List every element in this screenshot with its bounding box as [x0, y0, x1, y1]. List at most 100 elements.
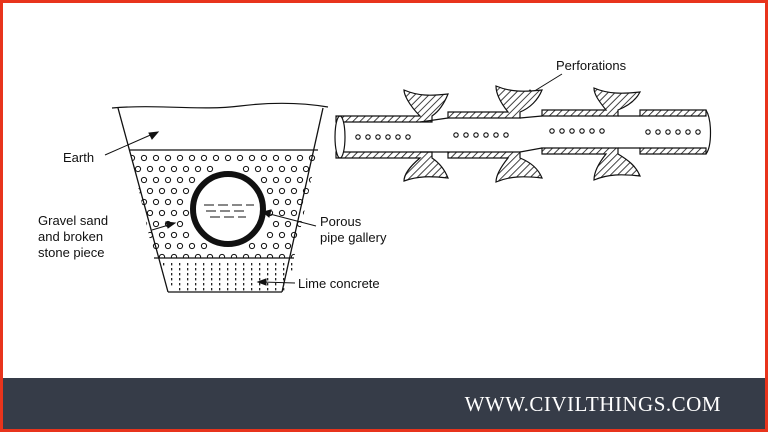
lime-stipple: [259, 263, 261, 266]
gravel-stone: [218, 253, 226, 258]
gravel-stone: [182, 165, 190, 173]
lime-stipple: [259, 288, 261, 291]
perforation-hole: [463, 132, 469, 138]
lime-stipple: [227, 288, 229, 291]
gravel-stone: [284, 220, 292, 228]
porous-pipe: [190, 171, 266, 247]
label-gravel-3: stone piece: [38, 245, 105, 260]
lime-stipple: [179, 288, 181, 291]
lime-stipple: [243, 278, 245, 281]
gravel-stone: [134, 231, 142, 239]
gravel-stone: [164, 176, 172, 184]
water-lines: [204, 204, 254, 218]
lime-stipple: [251, 283, 253, 286]
perforation-hole: [665, 129, 671, 135]
gravel-stone: [248, 154, 256, 162]
lime-stipple: [171, 273, 173, 276]
gravel-stone: [266, 231, 274, 239]
perforation-hole: [483, 132, 489, 138]
gravel-stone: [176, 154, 184, 162]
lime-stipple: [275, 268, 277, 271]
gravel-stone: [152, 242, 160, 250]
gravel-stone: [140, 242, 148, 250]
gravel-stone: [290, 209, 298, 217]
gravel-stone: [182, 187, 190, 195]
perforation-hole: [385, 134, 391, 140]
gravel-stone: [130, 220, 136, 228]
lime-stipple: [195, 263, 197, 266]
gravel-stone: [146, 253, 154, 258]
lime-stipple: [211, 263, 213, 266]
gravel-stone: [200, 154, 208, 162]
website-link[interactable]: WWW.CIVILTHINGS.COM: [464, 392, 721, 416]
gravel-stone: [302, 209, 310, 217]
perforation-hole: [405, 134, 411, 140]
gravel-stone: [170, 253, 178, 258]
lime-stipple: [227, 273, 229, 276]
gravel-stone: [130, 198, 136, 206]
lime-stipple: [235, 288, 237, 291]
lime-stipple: [179, 278, 181, 281]
label-perforations: Perforations: [556, 58, 627, 73]
leader-lines: [104, 73, 563, 286]
lime-stipple: [251, 268, 253, 271]
perforation-hole: [579, 128, 585, 134]
lime-stipple: [267, 273, 269, 276]
gravel-stone: [140, 154, 148, 162]
gravel-stone: [260, 176, 268, 184]
gravel-stone: [278, 165, 286, 173]
gravel-stone: [206, 165, 214, 173]
gravel-stone: [230, 253, 238, 258]
gravel-stone: [146, 187, 154, 195]
gravel-stone: [284, 198, 292, 206]
lime-stipple: [291, 263, 293, 266]
lime-stipple: [163, 263, 165, 266]
lime-stipple: [251, 273, 253, 276]
gravel-stone: [272, 154, 280, 162]
gravel-stone: [248, 242, 256, 250]
lime-stipple: [283, 283, 285, 286]
perforation-hole: [355, 134, 361, 140]
lime-stipple: [203, 283, 205, 286]
gravel-stone: [176, 242, 184, 250]
lime-stipple: [291, 268, 293, 271]
gravel-stone: [206, 253, 214, 258]
label-lime-concrete: Lime concrete: [298, 276, 380, 291]
gravel-stone: [164, 198, 172, 206]
gravel-stone: [272, 220, 280, 228]
label-gravel-1: Gravel sand: [38, 213, 109, 228]
lime-stipple: [187, 278, 189, 281]
perforation-hole: [375, 134, 381, 140]
gravel-stone: [302, 165, 310, 173]
lime-stipple: [211, 278, 213, 281]
gravel-stone: [296, 154, 304, 162]
lime-stipple: [267, 283, 269, 286]
gravel-stone: [158, 165, 166, 173]
perforation-hole: [695, 129, 701, 135]
lime-stipple: [203, 268, 205, 271]
lime-stipple: [259, 273, 261, 276]
gravel-stone: [134, 253, 142, 258]
gravel-stone: [302, 253, 310, 258]
gravel-stone: [308, 242, 316, 250]
perforation-hole: [493, 132, 499, 138]
gravel-stone: [260, 242, 268, 250]
gravel-stone: [182, 209, 190, 217]
lime-stipple: [243, 273, 245, 276]
gravel-stone: [134, 209, 142, 217]
lime-stipple: [211, 268, 213, 271]
gravel-stone: [242, 165, 250, 173]
ground-line: [111, 102, 329, 109]
gravel-stone: [134, 187, 142, 195]
lime-stipple: [195, 288, 197, 291]
lime-stipple: [275, 278, 277, 281]
lime-stipple: [187, 283, 189, 286]
label-gravel-2: and broken: [38, 229, 104, 244]
gravel-stone: [296, 198, 304, 206]
lime-stipple: [235, 263, 237, 266]
gravel-stone: [146, 165, 154, 173]
gravel-stone: [296, 176, 304, 184]
lime-stipple: [235, 283, 237, 286]
gravel-stone: [158, 253, 166, 258]
